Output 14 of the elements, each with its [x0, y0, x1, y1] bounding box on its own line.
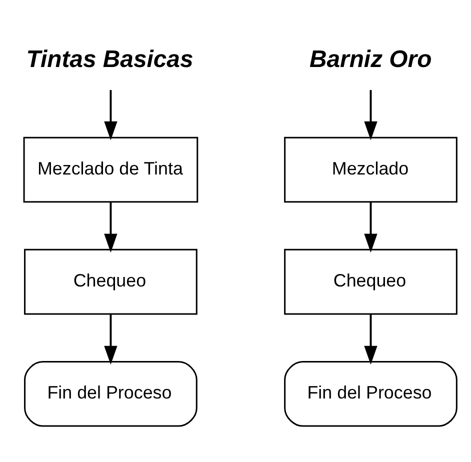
arrow [364, 314, 378, 365]
arrow [364, 202, 378, 253]
node-box: Fin del Proceso [24, 361, 198, 427]
node-box: Mezclado de Tinta [23, 136, 198, 203]
node-box: Fin del Proceso [284, 361, 458, 427]
arrow [364, 90, 378, 140]
node-box: Chequeo [24, 248, 198, 315]
arrow [104, 202, 118, 253]
arrow [104, 314, 118, 365]
node-text: Tintas Basicas [26, 46, 194, 74]
node-text: Barniz Oro [309, 46, 432, 74]
node-box: Mezclado [284, 136, 458, 203]
node-box: Chequeo [284, 248, 458, 315]
arrow [104, 90, 118, 140]
